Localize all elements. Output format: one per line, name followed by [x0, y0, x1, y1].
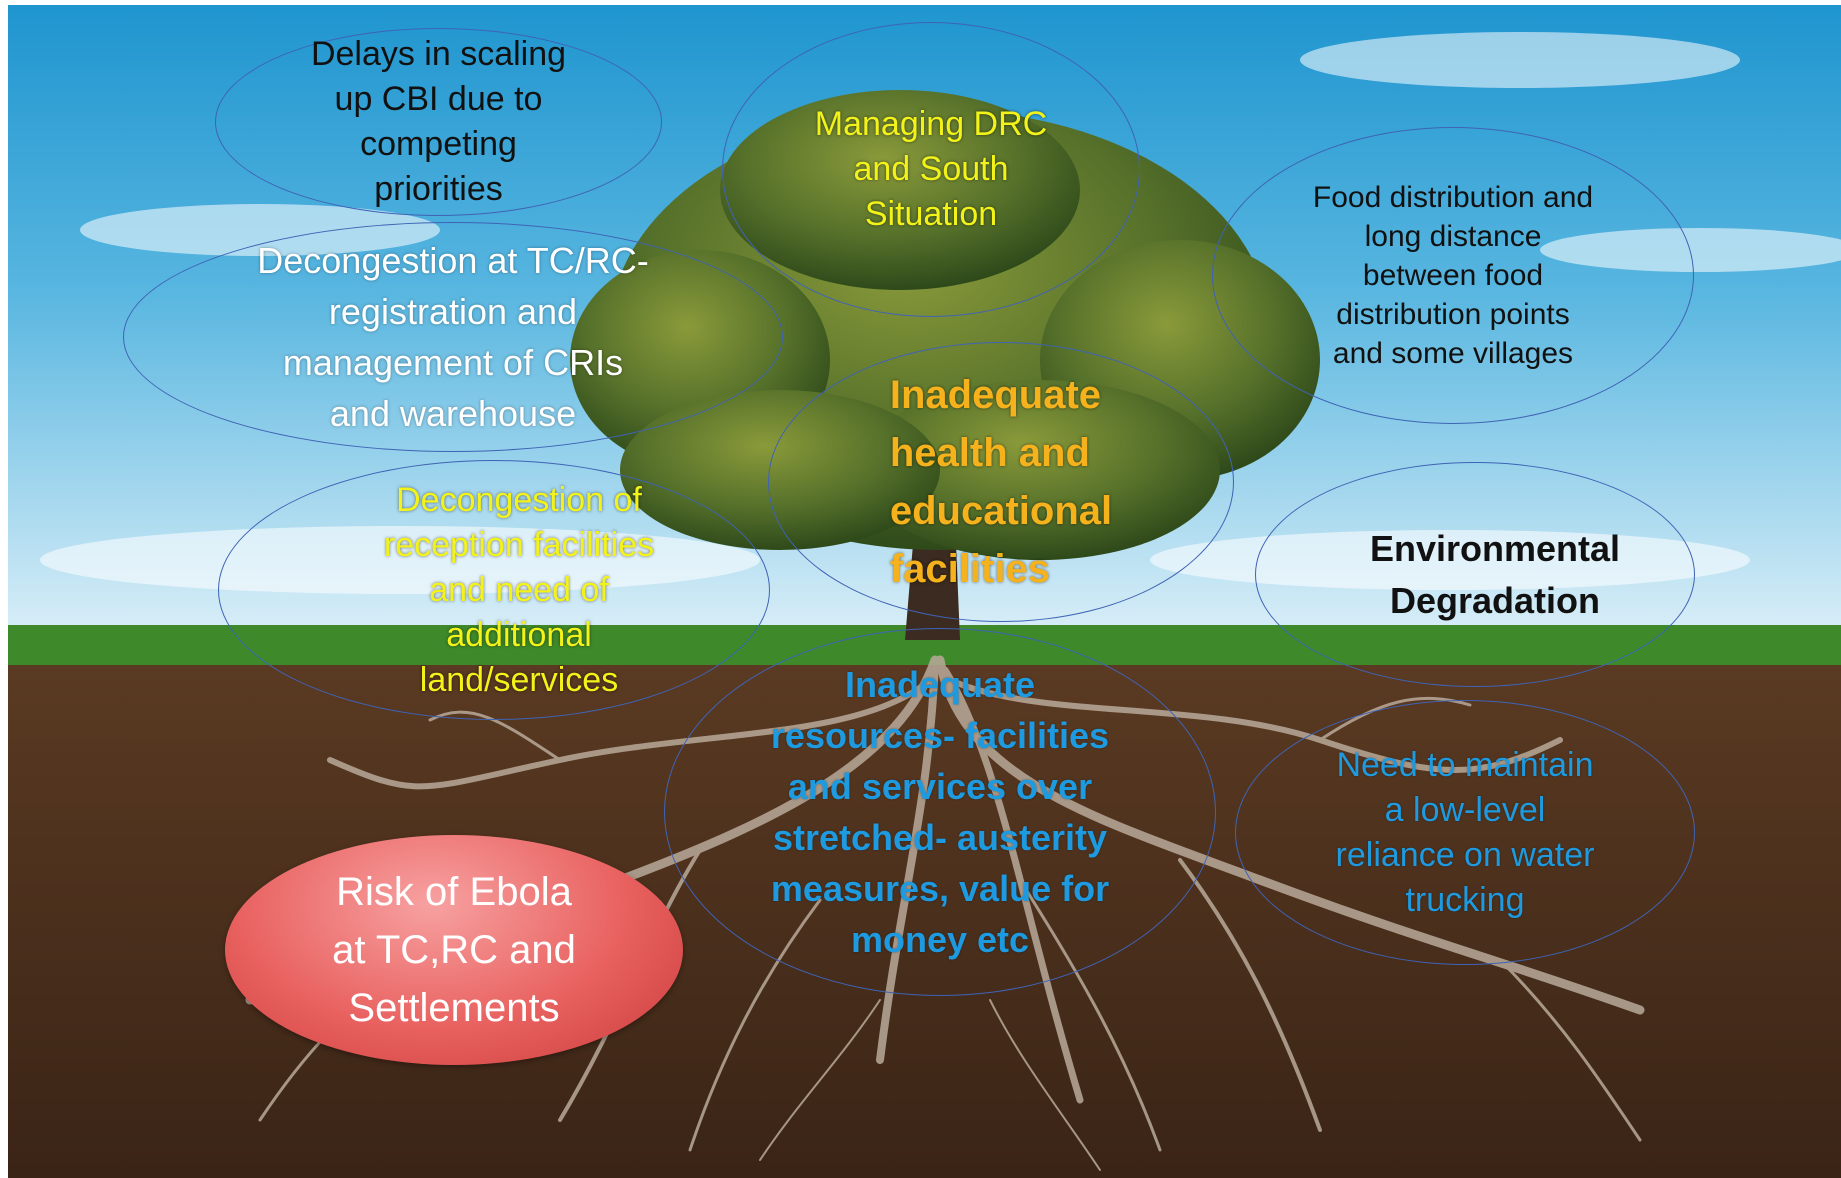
- bubble-delays-cbi: Delays in scaling up CBI due to competin…: [215, 28, 662, 216]
- bubble-inadequate-health: Inadequate health and educational facili…: [768, 342, 1234, 622]
- risk-ebola-ellipse: Risk of Ebola at TC,RC and Settlements: [225, 835, 683, 1065]
- bubble-decongestion-reception: Decongestion of reception facilities and…: [218, 460, 770, 720]
- bubble-inadequate-resources: Inadequate resources- facilities and ser…: [664, 628, 1216, 996]
- water-trucking-text: Need to maintain a low-level reliance on…: [1335, 745, 1595, 919]
- managing-drc-text: Managing DRC and South Situation: [814, 105, 1048, 233]
- bubble-environmental: Environmental Degradation: [1255, 462, 1695, 687]
- bubble-food-distribution: Food distribution and long distance betw…: [1212, 127, 1694, 424]
- decongestion-tc-rc-text: Decongestion at TC/RC- registration and …: [257, 240, 649, 434]
- decongestion-reception-text: Decongestion of reception facilities and…: [383, 480, 655, 699]
- delays-cbi-text: Delays in scaling up CBI due to competin…: [310, 35, 567, 208]
- bubble-managing-drc: Managing DRC and South Situation: [722, 22, 1140, 317]
- bubble-decongestion-tc-rc: Decongestion at TC/RC- registration and …: [123, 222, 783, 452]
- risk-ebola-text: Risk of Ebola at TC,RC and Settlements: [332, 870, 576, 1030]
- food-distribution-text: Food distribution and long distance betw…: [1312, 181, 1594, 370]
- bubble-water-trucking: Need to maintain a low-level reliance on…: [1235, 700, 1695, 965]
- inadequate-resources-text: Inadequate resources- facilities and ser…: [770, 664, 1110, 960]
- environmental-text: Environmental Degradation: [1369, 527, 1621, 621]
- inadequate-health-text: Inadequate health and educational facili…: [889, 373, 1113, 591]
